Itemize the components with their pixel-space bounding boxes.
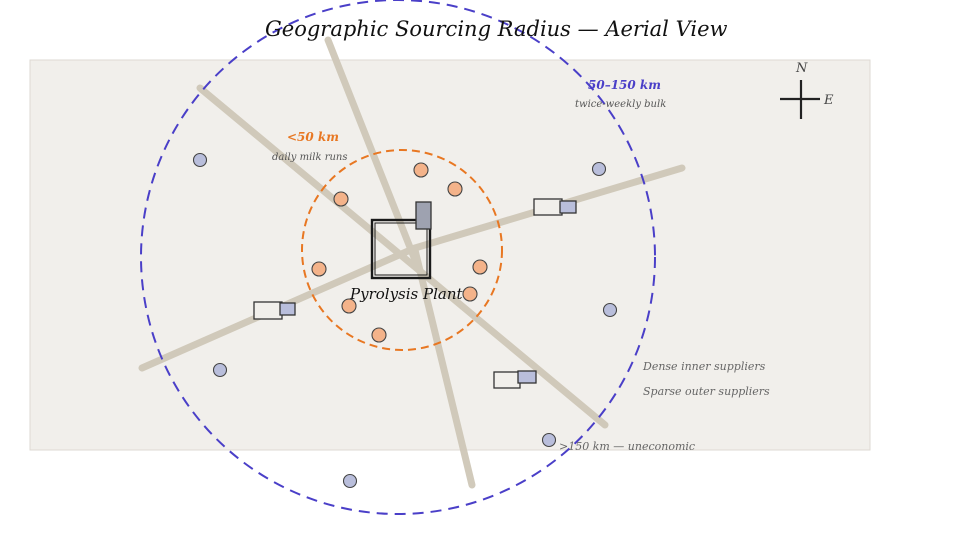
outer-zone-note: twice-weekly bulk (575, 99, 666, 110)
outer-supplier (212, 362, 228, 378)
plant-label: Pyrolysis Plant (349, 285, 463, 303)
inner-supplier (462, 286, 478, 302)
plant-silo (415, 201, 432, 230)
outer-facility (533, 198, 577, 216)
outer-supplier (192, 152, 208, 168)
outer-radius-ring (140, 0, 656, 515)
outer-facility (253, 301, 296, 320)
inner-supplier (311, 261, 327, 277)
inner-zone-note: daily milk runs (272, 152, 348, 163)
outer-supplier (602, 302, 618, 318)
compass: N E (780, 61, 834, 119)
plant-building (370, 201, 432, 280)
inner-supplier (447, 181, 463, 197)
beyond-zone-note: >150 km — uneconomic (559, 440, 695, 453)
inner-supplier (333, 191, 349, 207)
outer-zone-range: 50–150 km (588, 78, 661, 92)
road-nw-se (196, 84, 609, 429)
inner-supplier (341, 298, 357, 314)
inner-radius-ring (301, 149, 503, 351)
inner-suppliers (311, 162, 488, 343)
diagram-title: Geographic Sourcing Radius — Aerial View (265, 17, 728, 41)
outer-suppliers (192, 152, 618, 489)
outer-supplier (591, 161, 607, 177)
inner-supplier (371, 327, 387, 343)
road-ssw (411, 246, 476, 489)
outer-supplier (541, 432, 557, 448)
compass-east-label: E (823, 93, 834, 108)
compass-north-label: N (795, 61, 808, 76)
legend-dense: Dense inner suppliers (642, 360, 766, 373)
legend-sparse: Sparse outer suppliers (643, 385, 770, 398)
inner-supplier (472, 259, 488, 275)
outer-supplier (342, 473, 358, 489)
outer-facility (493, 370, 537, 389)
inner-supplier (413, 162, 429, 178)
inner-zone-range: <50 km (287, 130, 339, 144)
